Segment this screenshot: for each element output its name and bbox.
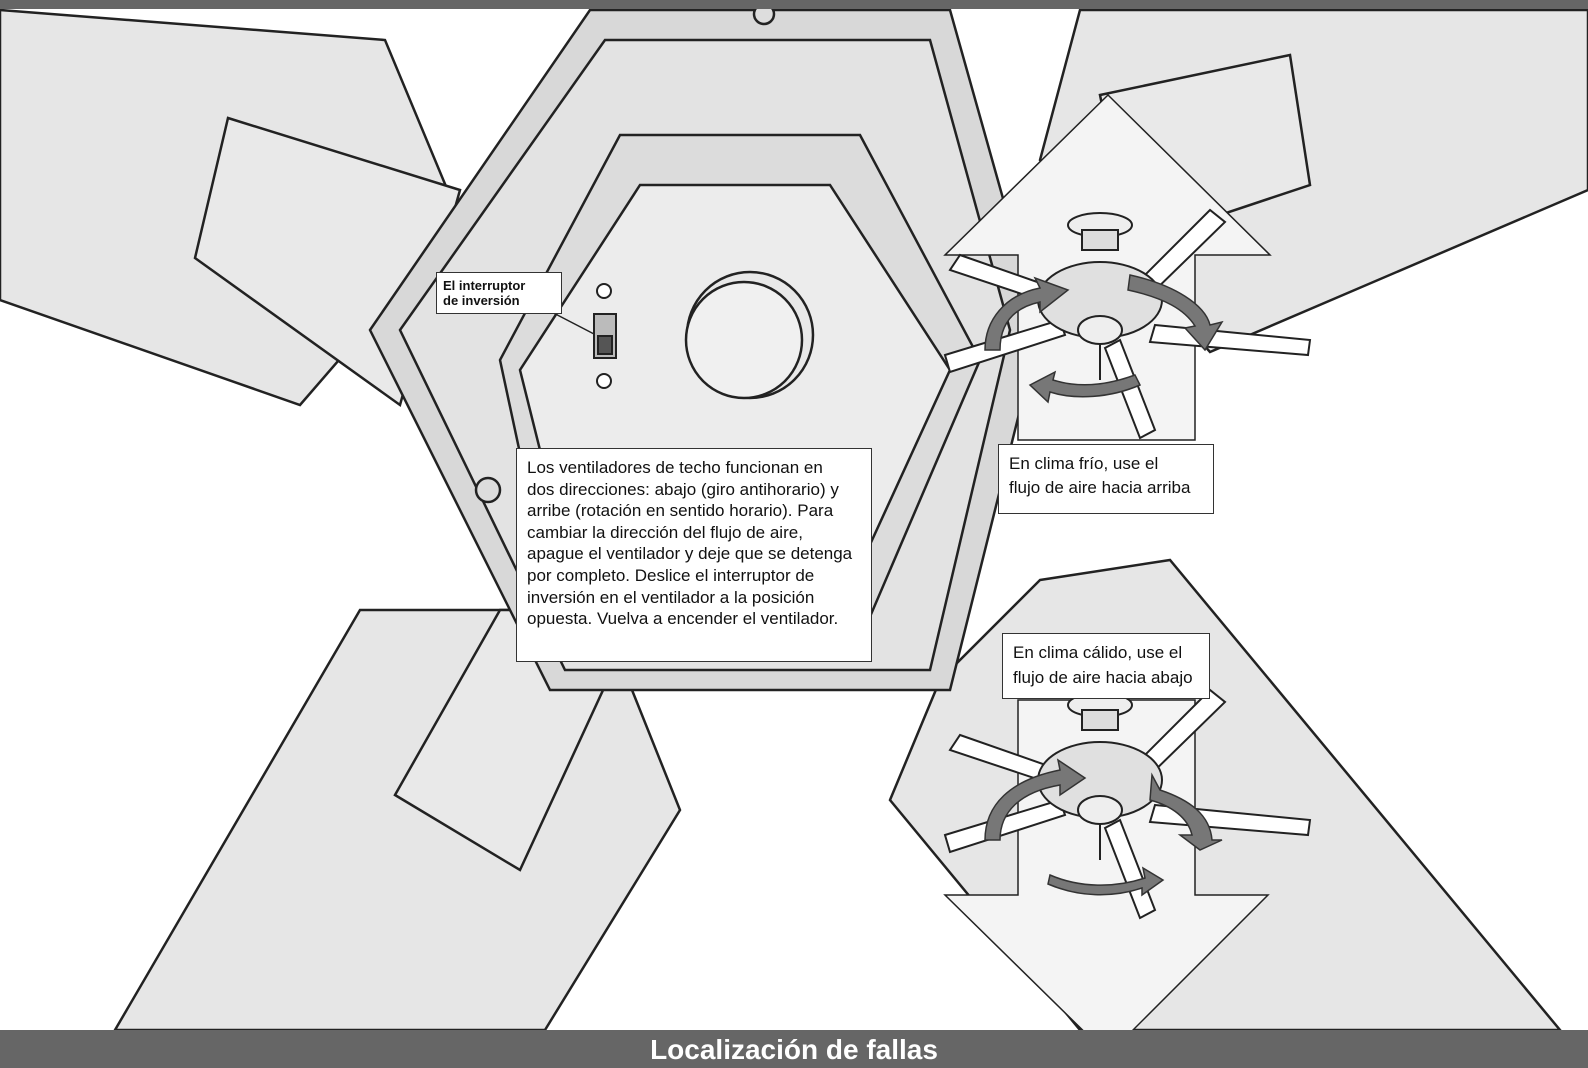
warm-weather-line: flujo de aire hacia abajo bbox=[1013, 665, 1199, 690]
footer-title: Localización de fallas bbox=[0, 1034, 1588, 1066]
instruction-line: opuesta. Vuelva a encender el ventilador… bbox=[527, 608, 861, 630]
warm-weather-line: En clima cálido, use el bbox=[1013, 640, 1199, 665]
instruction-line: inversión en el ventilador a la posición bbox=[527, 587, 861, 609]
instruction-line: cambiar la dirección del flujo de aire, bbox=[527, 522, 861, 544]
cold-weather-line: flujo de aire hacia arriba bbox=[1009, 476, 1203, 500]
footer-bar: Localización de fallas bbox=[0, 1030, 1588, 1068]
switch-label-line: de inversión bbox=[443, 293, 555, 308]
instruction-line: por completo. Deslice el interruptor de bbox=[527, 565, 861, 587]
warm-weather-callout: En clima cálido, use el flujo de aire ha… bbox=[1002, 633, 1210, 699]
reverse-switch-label: El interruptor de inversión bbox=[436, 272, 562, 314]
switch-label-line: El interruptor bbox=[443, 278, 555, 293]
instruction-line: apague el ventilador y deje que se deten… bbox=[527, 543, 861, 565]
instructions-box: Los ventiladores de techo funcionan en d… bbox=[516, 448, 872, 662]
instruction-line: arribe (rotación en sentido horario). Pa… bbox=[527, 500, 861, 522]
cold-weather-line: En clima frío, use el bbox=[1009, 452, 1203, 476]
instruction-line: Los ventiladores de techo funcionan en bbox=[527, 457, 861, 479]
top-bar bbox=[0, 0, 1588, 9]
instruction-line: dos direcciones: abajo (giro antihorario… bbox=[527, 479, 861, 501]
cold-weather-callout: En clima frío, use el flujo de aire haci… bbox=[998, 444, 1214, 514]
